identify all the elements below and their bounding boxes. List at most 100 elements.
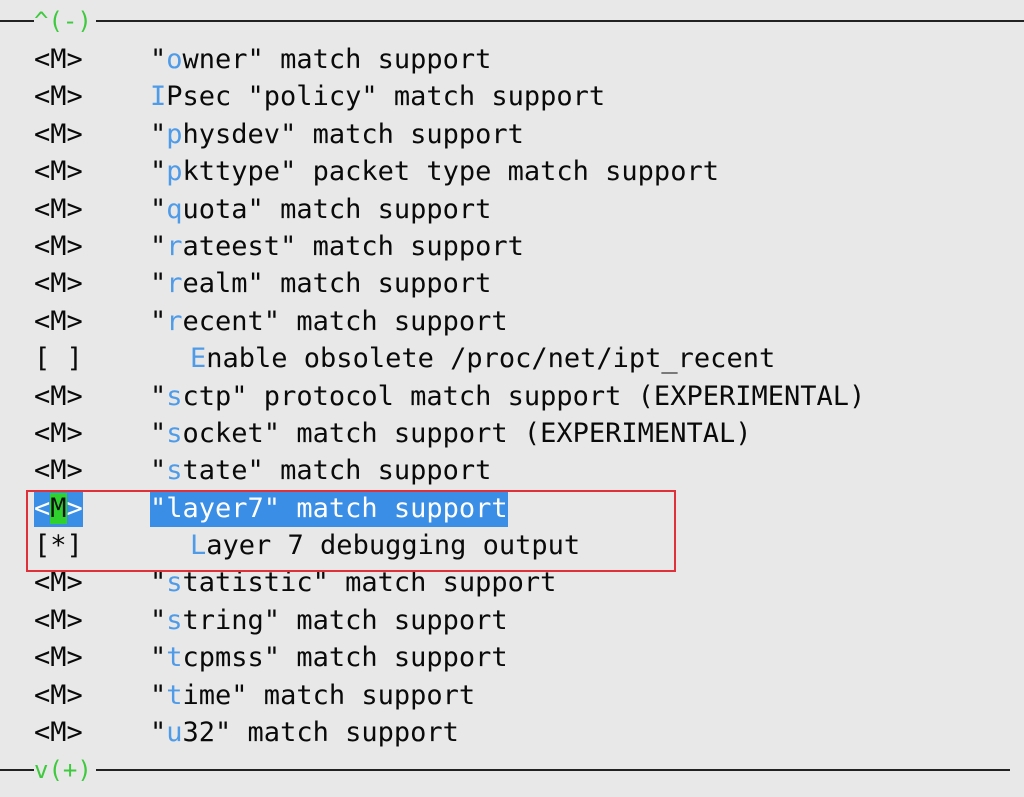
hotkey-letter: t <box>166 642 183 674</box>
hotkey-letter: s <box>166 380 183 412</box>
option-label: "sctp" protocol match support (EXPERIMEN… <box>150 378 865 415</box>
menu-option[interactable]: <M> "physdev" match support <box>0 116 1024 153</box>
option-state-indicator[interactable]: <M> <box>34 567 83 599</box>
hotkey-letter: s <box>166 604 183 636</box>
label-prefix: " <box>150 193 167 225</box>
label-prefix: " <box>150 417 167 449</box>
option-state-indicator[interactable]: <M> <box>34 417 83 449</box>
option-label: "string" match support <box>150 602 508 639</box>
menu-option[interactable]: <M> "state" match support <box>0 452 1024 489</box>
option-state-indicator[interactable]: <M> <box>34 305 83 337</box>
label-text: ocket" match support (EXPERIMENTAL) <box>182 417 752 449</box>
label-text: nable obsolete /proc/net/ipt_recent <box>206 343 776 375</box>
menu-option[interactable]: <M> "socket" match support (EXPERIMENTAL) <box>0 415 1024 452</box>
menu-option[interactable]: <M> "u32" match support <box>0 714 1024 751</box>
option-label: IPsec "policy" match support <box>150 78 605 115</box>
option-label: "tcpmss" match support <box>150 639 508 676</box>
label-prefix: " <box>150 717 167 749</box>
menu-option-selected[interactable]: <M> "layer7" match support <box>0 489 1024 528</box>
label-text: tring" match support <box>182 604 508 636</box>
menu-option[interactable]: [ ] Enable obsolete /proc/net/ipt_recent <box>0 340 1024 377</box>
label-prefix: " <box>150 679 167 711</box>
label-prefix: " <box>150 44 167 75</box>
hotkey-letter: u <box>166 717 183 749</box>
label-text: cpmss" match support <box>182 642 508 674</box>
option-state-indicator[interactable]: <M> <box>34 156 83 188</box>
option-label: Layer 7 debugging output <box>190 527 580 564</box>
option-label: "pkttype" packet type match support <box>150 153 719 190</box>
label-prefix: " <box>150 492 167 524</box>
option-list: <M> "owner" match support <M> IPsec "policy… <box>0 41 1024 751</box>
option-label: "layer7" match support <box>150 489 508 528</box>
menu-option[interactable]: <M> "owner" match support <box>0 41 1024 78</box>
label-prefix: " <box>150 567 167 599</box>
menu-option[interactable]: <M> IPsec "policy" match support <box>0 78 1024 115</box>
indicator-cursor: M <box>50 492 67 524</box>
hotkey-letter: t <box>166 679 183 711</box>
option-label: "physdev" match support <box>150 116 524 153</box>
menu-option[interactable]: <M> "pkttype" packet type match support <box>0 153 1024 190</box>
hotkey-letter: q <box>166 193 183 225</box>
menu-option[interactable]: [*] Layer 7 debugging output <box>0 527 1024 564</box>
scroll-up-indicator[interactable]: ^(-) <box>34 4 96 38</box>
option-state-indicator[interactable]: <M> <box>34 455 83 487</box>
menu-option[interactable]: <M> "statistic" match support <box>0 564 1024 601</box>
label-prefix: " <box>150 642 167 674</box>
label-prefix: " <box>150 380 167 412</box>
menu-option[interactable]: <M>"rateest" match support <box>0 228 1024 265</box>
label-text: tatistic" match support <box>182 567 557 599</box>
option-state-indicator[interactable]: <M> <box>34 604 83 636</box>
label-text: ecent" match support <box>182 305 508 337</box>
label-text: hysdev" match support <box>182 118 524 150</box>
label-text: kttype" packet type match support <box>182 156 719 188</box>
menu-option[interactable]: <M>"realm" match support <box>0 265 1024 302</box>
label-text: ayer7" match support <box>182 492 508 524</box>
hotkey-letter: r <box>166 268 183 300</box>
menu-option[interactable]: <M> "quota" match support <box>0 191 1024 228</box>
label-prefix: " <box>150 118 167 150</box>
option-label: "quota" match support <box>150 191 491 228</box>
hotkey-letter: s <box>166 417 183 449</box>
scroll-down-indicator[interactable]: v(+) <box>34 753 96 787</box>
option-state-indicator[interactable]: <M> <box>34 380 83 412</box>
label-text: Psec "policy" match support <box>166 81 606 113</box>
option-label: "owner" match support <box>150 41 491 78</box>
menu-option[interactable]: <M>"recent" match support <box>0 303 1024 340</box>
option-state-indicator[interactable]: <M> <box>34 193 83 225</box>
label-text: ayer 7 debugging output <box>206 530 581 562</box>
option-state-indicator[interactable]: <M> <box>34 489 83 528</box>
menu-option[interactable]: <M> "time" match support <box>0 677 1024 714</box>
menu-option[interactable]: <M> "sctp" protocol match support (EXPERI… <box>0 378 1024 415</box>
option-label: "state" match support <box>150 452 491 489</box>
hotkey-letter: r <box>166 230 183 262</box>
label-text: uota" match support <box>182 193 492 225</box>
option-state-indicator[interactable]: <M> <box>34 679 83 711</box>
option-state-indicator[interactable]: [ ] <box>34 343 83 375</box>
top-border <box>0 20 1024 22</box>
label-text: ateest" match support <box>182 230 524 262</box>
menu-option[interactable]: <M> "string" match support <box>0 602 1024 639</box>
label-text: ctp" protocol match support (EXPERIMENTA… <box>182 380 866 412</box>
menu-option[interactable]: <M> "tcpmss" match support <box>0 639 1024 676</box>
option-state-indicator[interactable]: <M> <box>34 118 83 150</box>
hotkey-letter: p <box>166 156 183 188</box>
indicator-close: > <box>66 492 83 524</box>
hotkey-letter: l <box>166 492 183 524</box>
option-label: Enable obsolete /proc/net/ipt_recent <box>190 340 775 377</box>
hotkey-letter: E <box>190 343 207 375</box>
option-label: "time" match support <box>150 677 475 714</box>
hotkey-letter: s <box>166 455 183 487</box>
label-text: 32" match support <box>182 717 459 749</box>
label-prefix: " <box>150 455 167 487</box>
option-state-indicator[interactable]: <M> <box>34 268 83 300</box>
option-state-indicator[interactable]: [*] <box>34 530 83 562</box>
option-state-indicator[interactable]: <M> <box>34 44 83 75</box>
hotkey-letter: p <box>166 118 183 150</box>
hotkey-letter: s <box>166 567 183 599</box>
option-state-indicator[interactable]: <M> <box>34 230 83 262</box>
option-state-indicator[interactable]: <M> <box>34 642 83 674</box>
option-state-indicator[interactable]: <M> <box>34 81 83 113</box>
hotkey-letter: L <box>190 530 207 562</box>
option-state-indicator[interactable]: <M> <box>34 717 83 749</box>
